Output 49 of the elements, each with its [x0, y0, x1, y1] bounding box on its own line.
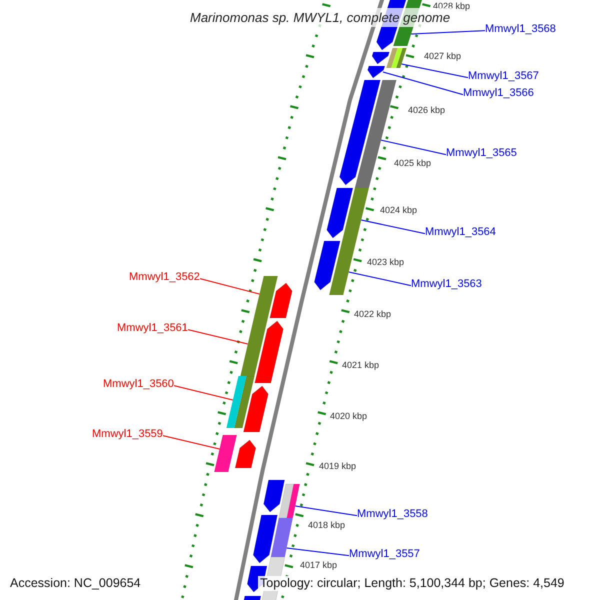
scale-label: 4019 kbp — [319, 462, 356, 471]
leader-line — [360, 220, 426, 234]
gene-label: Mmwyl1_3558 — [357, 509, 428, 520]
leader-line — [286, 548, 350, 556]
gene-label: Mmwyl1_3567 — [468, 71, 539, 82]
gene-bar — [386, 48, 407, 68]
leader-line — [401, 64, 468, 78]
info-text: Accession: NC_009654 — [8, 576, 143, 590]
gene-label: Mmwyl1_3566 — [463, 88, 534, 99]
scale-label: 4017 kbp — [300, 561, 338, 570]
scale-label: 4026 kbp — [408, 106, 446, 115]
leader-line — [382, 72, 464, 96]
gene-bar — [270, 518, 293, 557]
scale-label: 4023 kbp — [367, 258, 404, 267]
gene-label: Mmwyl1_3568 — [485, 24, 556, 35]
strand-gene-block — [368, 66, 385, 78]
scale-label: 4024 kbp — [380, 206, 418, 215]
scale-label: 4020 kbp — [330, 412, 368, 421]
gene-bar — [240, 316, 268, 376]
gene-bar — [254, 276, 278, 316]
leader-line — [380, 140, 446, 156]
gene-label: Mmwyl1_3557 — [349, 549, 420, 560]
leader-line — [348, 272, 412, 286]
leader-line — [188, 329, 248, 344]
gene-label: Mmwyl1_3563 — [411, 279, 482, 290]
leader-line — [174, 385, 234, 400]
gene-bar — [286, 484, 300, 518]
scale-label: 4028 kbp — [433, 2, 470, 11]
scale-label: 4025 kbp — [394, 159, 432, 168]
gene-label: Mmwyl1_3559 — [92, 429, 163, 440]
gene-bar — [342, 188, 369, 242]
scale-label: 4018 kbp — [308, 521, 346, 530]
gene-label: Mmwyl1_3565 — [446, 148, 517, 159]
scale-label: 4022 kbp — [354, 310, 392, 319]
leader-line — [162, 435, 220, 450]
gene-bar — [226, 376, 246, 428]
leader-line — [200, 278, 260, 294]
gene-label: Mmwyl1_3564 — [425, 227, 496, 238]
scale-label: 4021 kbp — [342, 361, 380, 370]
scale-label: 4027 kbp — [424, 52, 462, 61]
gene-label: Mmwyl1_3560 — [103, 379, 174, 390]
gene-bar — [329, 242, 356, 295]
strand-gene-block — [340, 80, 380, 185]
info-text: Topology: circular; Length: 5,100,344 bp; Genes: 4,549 — [258, 576, 566, 590]
gene-label: Mmwyl1_3562 — [129, 272, 200, 283]
gene-bar — [214, 435, 237, 472]
leader-line — [294, 506, 358, 516]
gene-label: Mmwyl1_3561 — [117, 323, 188, 334]
leader-line — [410, 30, 486, 34]
